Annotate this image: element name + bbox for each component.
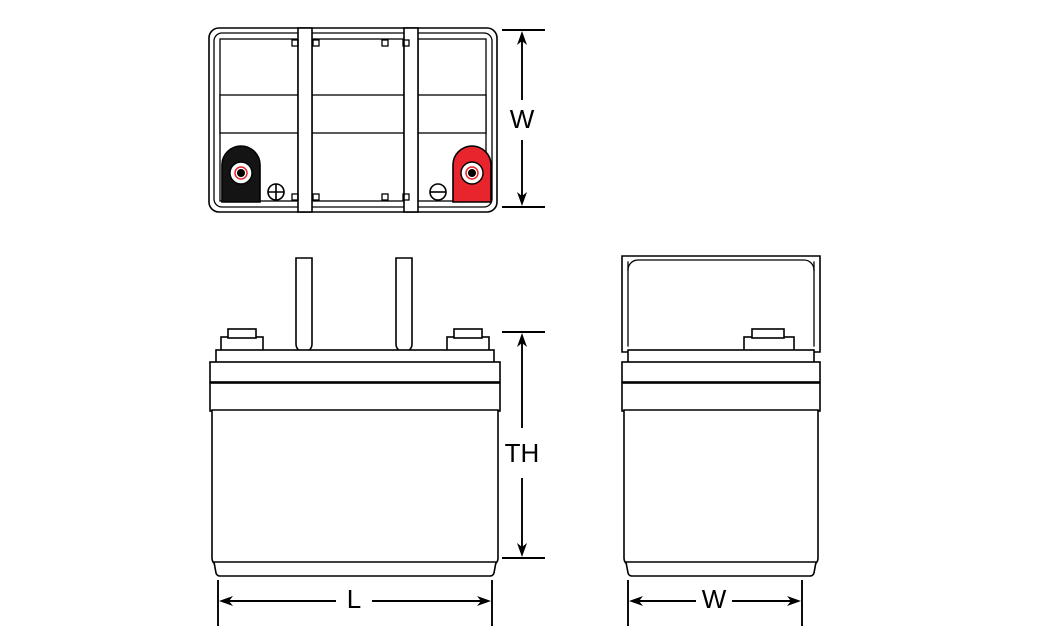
front-view-base-lip xyxy=(213,561,497,577)
side-view-handle-frame-sides xyxy=(627,261,815,347)
dimension-arrow-up xyxy=(517,31,527,45)
front-view-handle-post-right xyxy=(395,257,413,353)
dimension-length: L xyxy=(217,580,493,626)
front-view-body xyxy=(211,409,499,567)
top-view-inner-case xyxy=(213,32,493,208)
dimension-arrow-left xyxy=(219,596,233,606)
side-view-terminal-block-base xyxy=(743,336,795,352)
negative-terminal-post-inner-ring xyxy=(234,166,248,180)
side-view-base-lip xyxy=(625,561,817,577)
top-view xyxy=(208,27,498,213)
side-view xyxy=(621,255,821,577)
top-view-label-band-1 xyxy=(219,94,299,134)
top-view-vent-cap-5 xyxy=(291,193,299,201)
top-view-label-band-2 xyxy=(311,94,405,134)
side-view-lid-flange xyxy=(621,361,821,383)
dimension-label-width-top: W xyxy=(510,104,535,134)
top-view-vent-cap-8 xyxy=(402,193,410,201)
dimension-arrow-right xyxy=(477,596,491,606)
top-view-vent-cap-3 xyxy=(381,39,389,47)
front-view-lid-band xyxy=(209,382,501,412)
dimension-label-total-height: TH xyxy=(505,438,540,468)
dimension-arrow-up xyxy=(517,333,527,347)
top-view-vent-cap-7 xyxy=(381,193,389,201)
minus-circle-icon xyxy=(429,183,447,201)
plus-circle-icon xyxy=(267,183,285,201)
top-view-strap-bar-right xyxy=(403,27,419,213)
front-view xyxy=(209,257,501,577)
side-view-lid-band xyxy=(621,382,821,412)
negative-terminal-post-center xyxy=(237,169,245,177)
front-view-lid-flange xyxy=(209,361,501,383)
negative-terminal xyxy=(221,145,261,203)
dimension-width-side: W xyxy=(627,580,803,626)
top-view-vent-cap-1 xyxy=(291,39,299,47)
dimension-arrow-down xyxy=(517,543,527,557)
positive-terminal xyxy=(452,145,492,203)
front-view-terminal-block-left-cap xyxy=(227,328,257,339)
dimension-arrow-right xyxy=(787,596,801,606)
top-view-strap-bar-left xyxy=(297,27,313,213)
top-view-vent-cap-4 xyxy=(402,39,410,47)
side-view-handle-frame-outer xyxy=(621,255,821,353)
top-view-vent-cap-6 xyxy=(312,193,320,201)
side-view-body xyxy=(623,409,819,567)
side-view-terminal-block-cap xyxy=(751,328,785,339)
positive-terminal-post-inner-ring xyxy=(465,166,479,180)
front-view-terminal-block-right-base xyxy=(446,336,490,352)
dimension-arrow-left xyxy=(629,596,643,606)
front-view-terminal-block-right-cap xyxy=(453,328,483,339)
dimension-arrow-down xyxy=(517,192,527,206)
positive-terminal-post-center xyxy=(468,169,476,177)
dimension-label-width-side: W xyxy=(702,584,727,614)
side-view-handle-frame-top xyxy=(627,259,815,271)
top-view-vent-cap-2 xyxy=(312,39,320,47)
front-view-handle-post-left xyxy=(295,257,313,353)
dimension-width-top: W xyxy=(502,29,545,208)
top-view-label-band-3 xyxy=(417,94,487,134)
dimension-label-length: L xyxy=(347,584,361,614)
dimension-total-height: TH xyxy=(502,331,545,559)
front-view-terminal-block-left-base xyxy=(220,336,264,352)
